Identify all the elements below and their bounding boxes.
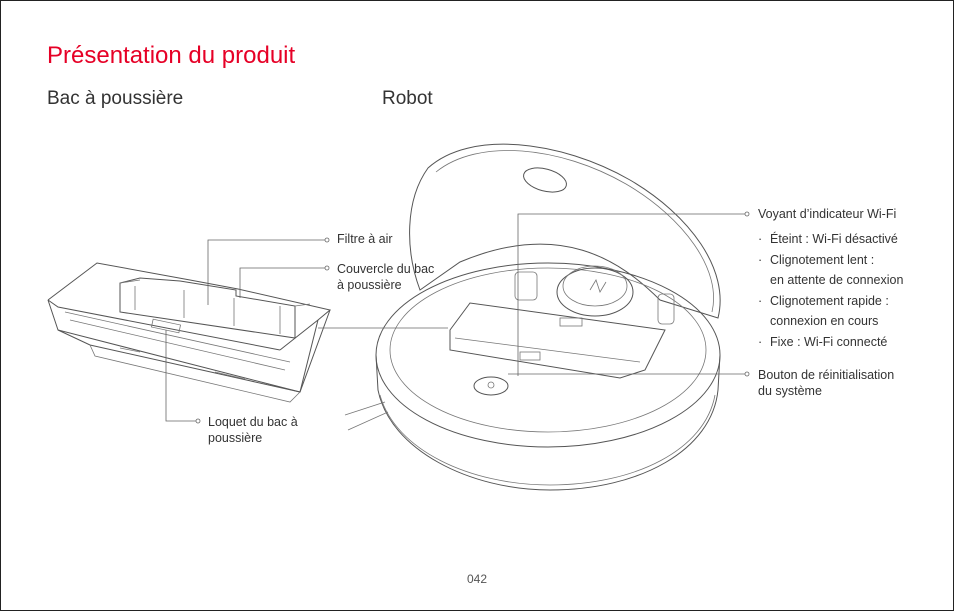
dustbin-illustration — [47, 262, 332, 403]
wifi-states-list: Éteint : Wi-Fi désactivé Clignotement le… — [758, 229, 903, 352]
wifi-state-fast-blink: Clignotement rapide : — [758, 291, 903, 312]
page-title: Présentation du produit — [47, 42, 296, 69]
lid-label-line2: à poussière — [337, 278, 402, 292]
wifi-indicator-label: Voyant d’indicateur Wi-Fi — [758, 207, 897, 221]
callout-lines — [165, 211, 750, 424]
robot-heading: Robot — [382, 88, 433, 109]
wifi-state-slow-blink: Clignotement lent : — [758, 250, 903, 271]
dustbin-heading: Bac à poussière — [47, 88, 184, 109]
robot-illustration — [344, 143, 721, 491]
lid-label-line1: Couvercle du bac — [337, 262, 435, 276]
latch-label-line2: poussière — [208, 431, 263, 445]
wifi-state-off: Éteint : Wi-Fi désactivé — [758, 229, 903, 250]
air-filter-label: Filtre à air — [337, 232, 393, 246]
latch-label-line1: Loquet du bac à — [208, 415, 298, 429]
page-number: 042 — [466, 572, 488, 586]
reset-button-label-line1: Bouton de réinitialisation — [758, 368, 895, 382]
wifi-state-slow-blink-detail: en attente de connexion — [770, 273, 904, 287]
wifi-state-solid: Fixe : Wi-Fi connecté — [758, 332, 903, 353]
reset-button-label-line2: du système — [758, 384, 822, 398]
wifi-state-fast-blink-detail: connexion en cours — [770, 314, 879, 328]
